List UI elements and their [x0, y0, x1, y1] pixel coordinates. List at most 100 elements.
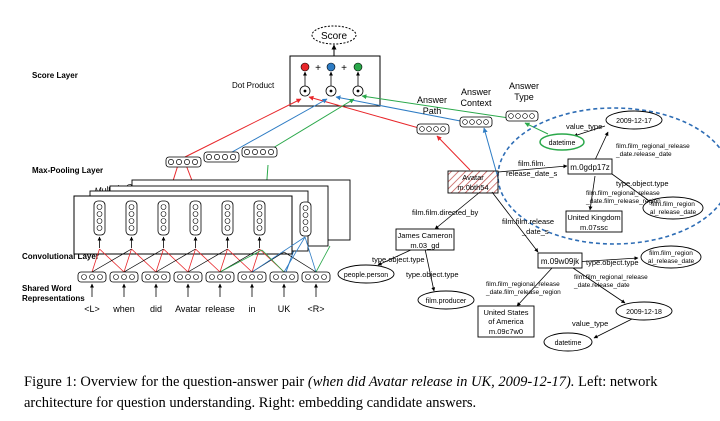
answer-context-vector	[459, 116, 493, 128]
node-m0gdp17z: m.0gdp17z	[567, 158, 613, 175]
svg-text:m.03_gd: m.03_gd	[410, 241, 439, 250]
dot-product-label: Dot Product	[232, 81, 275, 90]
conv-column-arrows	[97, 236, 262, 248]
max-pool-vector-2	[203, 151, 240, 163]
word-labels: <L> when did Avatar release in UK <R>	[84, 304, 324, 314]
word-label: did	[150, 304, 162, 314]
svg-text:film.film_region: film.film_region	[651, 201, 695, 208]
representations-label: Representations	[22, 294, 85, 303]
obj-type-james-label: type.object.type	[372, 255, 425, 264]
caption-part-1: Figure 1: Overview for the question-answ…	[24, 374, 308, 390]
svg-text:United States: United States	[483, 308, 528, 317]
score-label: Score	[321, 31, 348, 42]
score-node	[311, 25, 357, 45]
svg-text:of America: of America	[488, 317, 524, 326]
answer-context-label-2: Context	[460, 98, 492, 108]
word-label: when	[112, 304, 135, 314]
datetime-top-edge	[573, 125, 606, 137]
rel-date-bottom-label: _date.release_date	[573, 282, 630, 289]
word-label: Avatar	[175, 304, 201, 314]
region-top-node: film.film_region al_release_date	[642, 196, 704, 220]
svg-text:2009-12-18: 2009-12-18	[626, 309, 662, 316]
answer-path-vector	[416, 123, 450, 135]
datetime-top-node: datetime	[539, 133, 585, 151]
value-type-top-label: value_type	[566, 122, 602, 131]
kb-edge-labels: value_type film.film_regional_release _d…	[372, 122, 690, 328]
people-person-node: people.person	[337, 264, 395, 284]
james-cameron-node: James Cameron m.03_gd	[395, 228, 455, 251]
svg-text:al_release_date: al_release_date	[650, 209, 697, 216]
conv-columns	[93, 200, 266, 236]
svg-text:m.09c7w0: m.09c7w0	[489, 327, 523, 336]
obj-type-top-label: type.object.type	[616, 179, 669, 188]
release-s-top-label: release_date_s	[506, 169, 558, 178]
value-type-bottom-label: value_type	[572, 319, 608, 328]
answer-path-label-2: Path	[423, 106, 442, 116]
release-s-mid-label: _date_s	[521, 227, 549, 236]
max-pooling-layer-label: Max-Pooling Layer	[32, 166, 103, 175]
answer-type-label-1: Answer	[509, 81, 539, 91]
rel-region-top-label: _date.film_release_region	[585, 198, 661, 205]
figure-caption: Figure 1: Overview for the question-answ…	[24, 372, 704, 414]
answer-type-vector	[505, 110, 539, 122]
convolutional-layer-label: Convolutional Layer	[22, 252, 99, 261]
svg-text:m.0gdp17z: m.0gdp17z	[570, 163, 610, 172]
avatar-to-path-arrow	[436, 135, 471, 171]
word-conv-green-lines	[219, 245, 331, 273]
answer-context-label-1: Answer	[461, 87, 491, 97]
rel-region-top-label: film.film_regional_release	[586, 190, 660, 197]
svg-text:film.film_region: film.film_region	[649, 250, 693, 257]
caption-part-2: Left: network architecture for question …	[24, 374, 658, 411]
region-mid-node: film.film_region al_release_date	[640, 245, 702, 269]
svg-text:m.07ssc: m.07ssc	[580, 223, 608, 232]
united-states-node: United States of America m.09c7w0	[477, 305, 535, 338]
word-label: in	[248, 304, 255, 314]
obj-type-mid-label: type.object.type	[586, 258, 639, 267]
rel-region-bottom-label: film.film_regional_release	[486, 281, 560, 288]
rel-date-top-label: film.film_regional_release	[616, 143, 690, 150]
rel-date-top-label: _date.release_date	[615, 151, 672, 158]
release-s-mid-label: film.film.release	[502, 217, 554, 226]
node-m09w09jk: m.09w09jk	[537, 252, 583, 269]
film-producer-node: film.producer	[417, 290, 475, 310]
word-conv-blue-lines	[251, 236, 317, 273]
svg-text:m.0bth54: m.0bth54	[457, 183, 488, 192]
word-vectors	[77, 271, 331, 283]
max-pool-vector-3	[241, 146, 278, 158]
plus-sign-1: +	[315, 63, 321, 74]
word-label: release	[205, 304, 235, 314]
svg-text:people.person: people.person	[344, 272, 388, 279]
svg-text:datetime: datetime	[549, 140, 576, 147]
word-label: UK	[278, 304, 291, 314]
dot-operator-dots	[303, 89, 360, 93]
date-bottom-node: 2009-12-18	[615, 301, 673, 321]
svg-text:al_release_date: al_release_date	[648, 258, 695, 265]
svg-text:m.09w09jk: m.09w09jk	[541, 257, 580, 266]
avatar-node: Avatar m.0bth54	[447, 170, 499, 194]
united-kingdom-node: United Kingdom m.07ssc	[565, 210, 623, 233]
svg-text:James Cameron: James Cameron	[397, 231, 452, 240]
directed-by-label: film.film.directed_by	[412, 208, 479, 217]
rel-date-bottom-label: film.film_regional_release	[574, 274, 648, 281]
score-layer-label: Score Layer	[32, 71, 78, 80]
shared-word-label: Shared Word	[22, 284, 72, 293]
kb-edges	[377, 131, 653, 307]
svg-text:datetime: datetime	[555, 340, 582, 347]
conv-back-column	[299, 201, 312, 237]
max-pool-vector-1	[165, 156, 202, 168]
word-label: <L>	[84, 304, 100, 314]
word-input-arrows	[90, 283, 318, 297]
release-s-top-label: film.film.	[518, 159, 546, 168]
svg-text:film.producer: film.producer	[426, 298, 467, 305]
datetime-bottom-edge	[593, 317, 635, 339]
answer-path-label-1: Answer	[417, 95, 447, 105]
caption-italic: (when did Avatar release in UK, 2009-12-…	[307, 374, 575, 390]
datetime-bottom-node: datetime	[543, 332, 593, 352]
obj-type-james-label: type.object.type	[406, 270, 459, 279]
svg-text:United Kingdom: United Kingdom	[567, 213, 620, 222]
word-label: <R>	[307, 304, 324, 314]
dot-product-top-row	[300, 62, 363, 86]
svg-text:2009-12-17: 2009-12-17	[616, 118, 652, 125]
answer-type-label-2: Type	[514, 92, 534, 102]
